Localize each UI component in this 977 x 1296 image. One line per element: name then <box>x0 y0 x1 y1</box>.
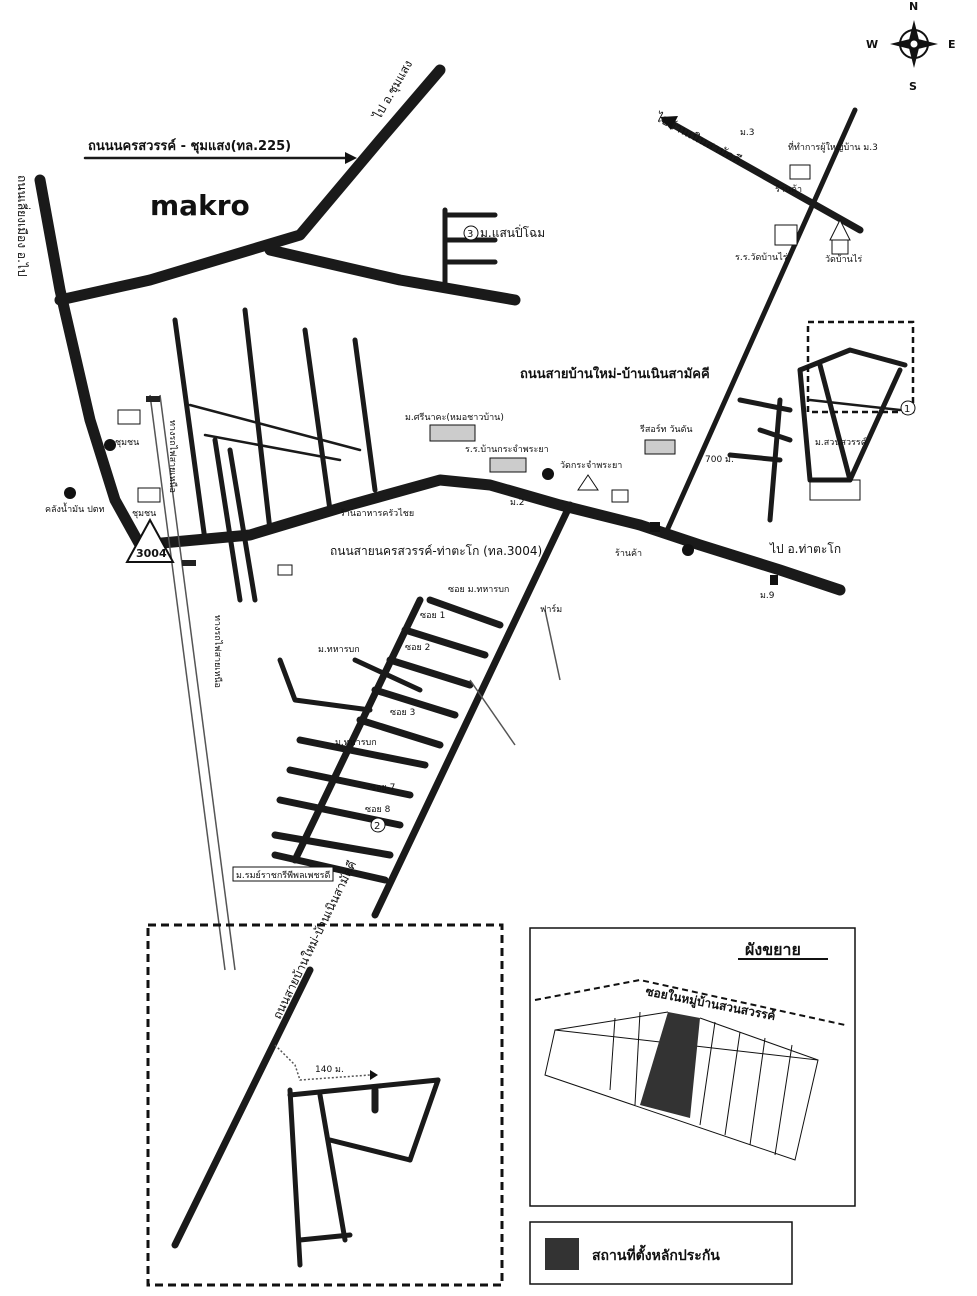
svg-text:1: 1 <box>904 404 910 415</box>
farm-label: ฟาร์ม <box>540 603 562 615</box>
svg-text:2: 2 <box>374 821 380 832</box>
moo2-label: ม.2 <box>510 498 525 508</box>
soi-thahan-label: ซอย ม.ทหารบก <box>448 585 509 595</box>
moo9-label: ม.9 <box>760 591 775 601</box>
gas-station-label: คลังน้ำมัน ปตท <box>45 502 105 515</box>
shop2-label: ร้านค้า <box>615 548 642 559</box>
community1-label: ชุมชน <box>115 438 139 448</box>
compass-west: W <box>866 38 878 51</box>
bypass-road-label: ถนนเลี่ยงเมือง อ.ไป <box>15 175 31 277</box>
temple-label: วัดบ้านไร่ <box>825 254 862 265</box>
compass-rose: N S E W <box>866 0 956 93</box>
village-office-label: ที่ทำการผู้ใหญ่บ้าน ม.3 <box>788 140 878 153</box>
marker-1: 1 <box>900 400 916 416</box>
legend: สถานที่ตั้งหลักประกัน <box>529 1221 793 1285</box>
moo3b-label: ม.3 <box>740 128 755 138</box>
road-225 <box>54 64 446 306</box>
legend-label: สถานที่ตั้งหลักประกัน <box>592 1244 720 1264</box>
moo3-label: ม.แสนปิ่โฉม <box>480 224 545 240</box>
railway-north-label: ทางรถไฟสายเหนือ <box>167 420 178 493</box>
svg-text:3004: 3004 <box>136 547 167 560</box>
makro-logo: makro <box>150 189 250 222</box>
railway-north2-label: ทางรถไฟสายเหนือ <box>212 615 223 688</box>
inset-road-label: ถนนสายบ้านใหม่-บ้านเนินสามัคคี <box>270 858 359 1021</box>
school-label: ร.ร.วัดบ้านไร่ <box>735 252 788 263</box>
building-icon <box>117 164 851 585</box>
restaurant-label: ร้านอาหารครัวไชย <box>340 508 414 519</box>
highway-3004-shield: 3004 <box>125 517 175 563</box>
expanded-plan: ผังขยาย ซอยในหมู่บ้านสวนสวรรค์ <box>529 927 856 1207</box>
soi2-label: ซอย 2 <box>405 643 430 653</box>
east-grid <box>727 320 915 523</box>
marker-2: 2 <box>370 817 386 833</box>
to-noen-label: ไปบ้านเนินสามัคคี <box>653 110 744 167</box>
thahan-village2-label: ม.ทหารบก <box>335 738 377 748</box>
compass-south: S <box>909 80 917 93</box>
thahan-grid <box>271 501 574 919</box>
kindergarten-label: ร.ร.บ้านกระจำพระยา <box>465 444 549 455</box>
road-banmai-label: ถนนสายบ้านใหม่-บ้านเนินสามัคคี <box>520 365 710 382</box>
west-grid <box>172 307 378 603</box>
shop1-label: ร้านค้า <box>775 184 802 195</box>
marker-3: 3 <box>463 225 479 241</box>
plan-soi-label: ซอยในหมู่บ้านสวนสวรรค์ <box>644 983 777 1024</box>
community2-label: ชุมชน <box>132 509 156 519</box>
suan-sawan-label: ม.สวนสวรรค์ <box>815 436 867 448</box>
to-takhli-label: ไป อ.ท่าตะโก <box>769 542 841 556</box>
road-225-label: ถนนนครสวรรค์ - ชุมแสง(ทล.225) <box>88 138 291 154</box>
soi3-label: ซอย 3 <box>390 708 415 718</box>
expansion-area-box <box>806 320 915 414</box>
road-3004 <box>134 474 846 596</box>
thahan-village-label: ม.ทหารบก <box>318 645 360 655</box>
temple2-label: วัดกระจำพระยา <box>560 460 622 471</box>
moo3-grid <box>442 207 498 288</box>
road-225-branch <box>264 244 521 306</box>
legend-swatch <box>545 1238 579 1270</box>
compass-north: N <box>909 0 918 13</box>
pin-icon <box>64 439 694 556</box>
road-banmai <box>662 107 858 538</box>
university-label: ม.ศรีนาคะ(หมอชาวบ้าน) <box>405 412 504 423</box>
inset-dist-label: 140 ม. <box>315 1065 344 1075</box>
compass-east: E <box>948 38 956 51</box>
road-to-noen <box>661 116 864 234</box>
arrow-noen-icon <box>660 116 678 130</box>
dist-label: 700 ม. <box>705 455 734 465</box>
soi1-label: ซอย 1 <box>420 611 445 621</box>
soi8-label: ซอย 8 <box>365 805 391 815</box>
soi7-label: ซอย 7 <box>370 783 395 793</box>
bypass-road <box>34 174 146 551</box>
railway-line <box>149 394 226 971</box>
collateral-plot <box>640 1012 700 1118</box>
svg-text:3: 3 <box>467 229 473 240</box>
resort-label: รีสอร์ท วันดัน <box>640 423 693 435</box>
plan-title: ผังขยาย <box>745 940 801 959</box>
road-3004-label: ถนนสายนครสวรรค์-ท่าตะโก (ทล.3004) <box>330 544 542 558</box>
inset-map: ถนนสายบ้านใหม่-บ้านเนินสามัคคี 140 ม. <box>146 858 504 1287</box>
ratchakrit-label: ม.รมย์ราชกรีพีพลเพชรดี <box>236 869 330 881</box>
